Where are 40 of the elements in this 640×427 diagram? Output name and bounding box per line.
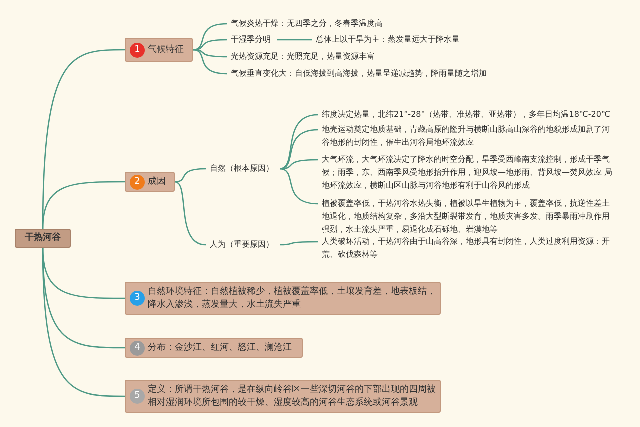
topic-box bbox=[125, 338, 303, 358]
topic-label: 自然环境特征：自然植被稀少，植被覆盖率低，土壤发育差，地表板结，降水入渗浅，蒸发量大，水土流失严重 bbox=[148, 286, 436, 312]
number-badge: 1 bbox=[130, 42, 145, 58]
branch-line bbox=[192, 39, 228, 51]
branch-line bbox=[280, 241, 318, 246]
number-badge: 4 bbox=[130, 340, 145, 356]
branch-line bbox=[42, 248, 125, 398]
topic-label: 气候特征 bbox=[148, 44, 184, 56]
branch-text: 地壳运动奠定地质基础，青藏高原的隆升与横断山脉高山深谷的地貌形成加剧了河谷地形的封闭性，催生出河谷局地环流效应 bbox=[322, 123, 614, 149]
branch-text: 植被覆盖率低，干热河谷水热失衡，植被以旱生植物为主，覆盖率低，抗逆性差土地退化，地质结构复杂，多沿大型断裂带发育，地质灾害多发。雨季暴雨冲刷作用强烈，水土流失严重，易退化成石砾地、岩漠地等 bbox=[322, 197, 614, 236]
root-topic-box: 干热河谷 bbox=[15, 229, 71, 248]
topic-box bbox=[125, 380, 441, 413]
branch-line bbox=[42, 181, 125, 230]
topic-box bbox=[125, 282, 441, 315]
branch-text: 干湿季分明 bbox=[231, 33, 286, 46]
branch-line bbox=[192, 49, 228, 75]
branch-line bbox=[174, 168, 206, 183]
branch-text: 总体上以干旱为主：蒸发量远大于降水量 bbox=[316, 33, 466, 46]
branch-line bbox=[174, 181, 206, 246]
topic-label: 分布：金沙江、红河、怒江、澜沧江 bbox=[148, 342, 292, 354]
branch-text: 人为（重要原因） bbox=[210, 238, 290, 251]
branch-text: 自然（根本原因） bbox=[210, 162, 290, 175]
branch-line bbox=[192, 23, 228, 51]
branch-text: 气候炎热干燥：无四季之分，冬春季温度高 bbox=[231, 17, 391, 30]
branch-line bbox=[280, 168, 318, 205]
branch-text: 气候垂直变化大：自低海拔到高海拔，热量呈递减趋势，降雨量随之增加 bbox=[231, 67, 491, 80]
branch-line bbox=[280, 129, 318, 170]
topic-box bbox=[125, 172, 175, 192]
branch-line bbox=[277, 39, 312, 41]
topic-label: 成因 bbox=[148, 176, 166, 188]
number-badge: 2 bbox=[130, 174, 145, 190]
topic-label: 定义：所谓干热河谷，是在纵向岭谷区一些深切河谷的下部出现的四周被相对湿润环境所包围的较干燥、湿度较高的河谷生态系统或河谷景观 bbox=[148, 384, 436, 410]
number-badge: 5 bbox=[130, 389, 145, 404]
branch-text: 光热资源充足：光照充足，热量资源丰富 bbox=[231, 50, 391, 63]
branch-text: 大气环流，大气环流决定了降水的时空分配，旱季受西峰南支流控制，形成干季气候；雨季，东、西南季风受地形抬升作用，迎风坡—地形雨、背风坡—焚风效应 局地环流效应，横断山区山脉与河谷地形有利于山谷风的形成 bbox=[322, 153, 614, 192]
branch-text: 人类破坏活动，干热河谷由于山高谷深，地形具有封闭性，人类过度利用资源：开荒、砍伐森林等 bbox=[322, 235, 614, 261]
branch-line bbox=[280, 114, 318, 170]
number-badge: 3 bbox=[130, 291, 145, 306]
topic-box bbox=[125, 38, 193, 62]
branch-text: 纬度决定热量，北纬21°-28°（热带、准热带、亚热带），多年日均温18℃-20℃ bbox=[322, 108, 622, 121]
